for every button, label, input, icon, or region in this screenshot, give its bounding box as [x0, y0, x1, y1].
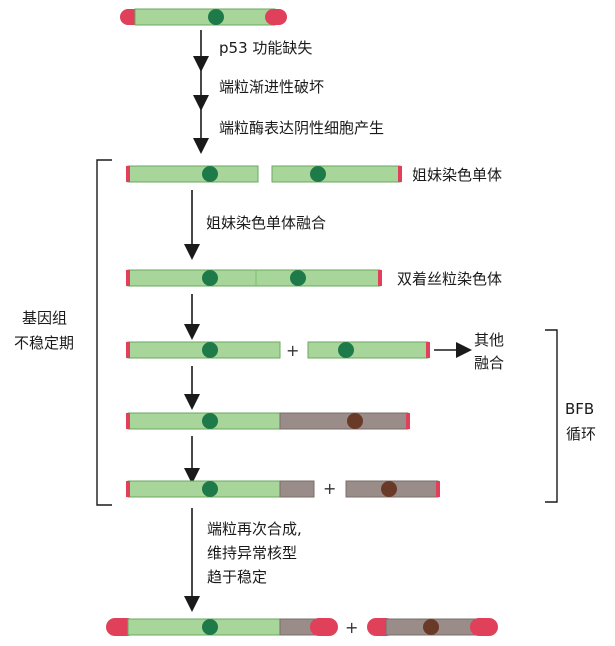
fragment-bfb-right — [345, 480, 440, 498]
fragment-left — [126, 341, 281, 359]
label-other-fusion-1: 其他 — [474, 331, 504, 349]
label-instability-line1: 基因组 — [22, 309, 67, 327]
label-dicentric: 双着丝粒染色体 — [397, 270, 502, 288]
label-bfb-2: 循环 — [566, 425, 596, 443]
centromere-brown — [423, 619, 439, 635]
fragment-right — [307, 341, 430, 359]
chromosome-dicentric — [126, 269, 382, 287]
step-resynth-2: 维持异常核型 — [207, 544, 297, 562]
bracket-instability — [96, 159, 112, 506]
step-resynth-3: 趋于稳定 — [207, 568, 267, 586]
centromere — [208, 9, 224, 25]
chromatid-left — [126, 165, 259, 183]
label-other-fusion-2: 融合 — [474, 354, 504, 372]
plus-sign-1: + — [286, 341, 299, 360]
chromosome-stabilized-left — [106, 618, 338, 636]
bracket-bfb — [545, 329, 558, 503]
step-sister-fusion: 姐妹染色单体融合 — [206, 214, 326, 232]
centromere-brown — [381, 481, 397, 497]
centromere — [202, 342, 218, 358]
centromere — [202, 413, 218, 429]
label-bfb-1: BFB — [565, 400, 594, 418]
centromere — [202, 166, 218, 182]
step-telomerase-negative: 端粒酶表达阴性细胞产生 — [219, 119, 384, 137]
centromere — [202, 270, 218, 286]
centromere — [290, 270, 306, 286]
plus-sign-3: + — [345, 618, 358, 637]
label-sister-chromatids: 姐妹染色单体 — [412, 166, 502, 184]
label-instability-line2: 不稳定期 — [14, 334, 74, 352]
centromere — [338, 342, 354, 358]
centromere — [202, 619, 218, 635]
chromosome-fused-bfb — [126, 412, 410, 430]
chromosome-intact-top — [120, 8, 287, 26]
plus-sign-2: + — [323, 479, 336, 498]
step-resynth-1: 端粒再次合成, — [207, 520, 302, 538]
centromere — [310, 166, 326, 182]
chromosome-stabilized-right — [367, 618, 498, 636]
step-telomere-erosion: 端粒渐进性破坏 — [219, 78, 324, 96]
fragment-bfb-left — [126, 480, 315, 498]
centromere-brown — [347, 413, 363, 429]
step-p53-loss: p53 功能缺失 — [219, 39, 312, 57]
chromatid-right — [271, 165, 402, 183]
centromere — [202, 481, 218, 497]
